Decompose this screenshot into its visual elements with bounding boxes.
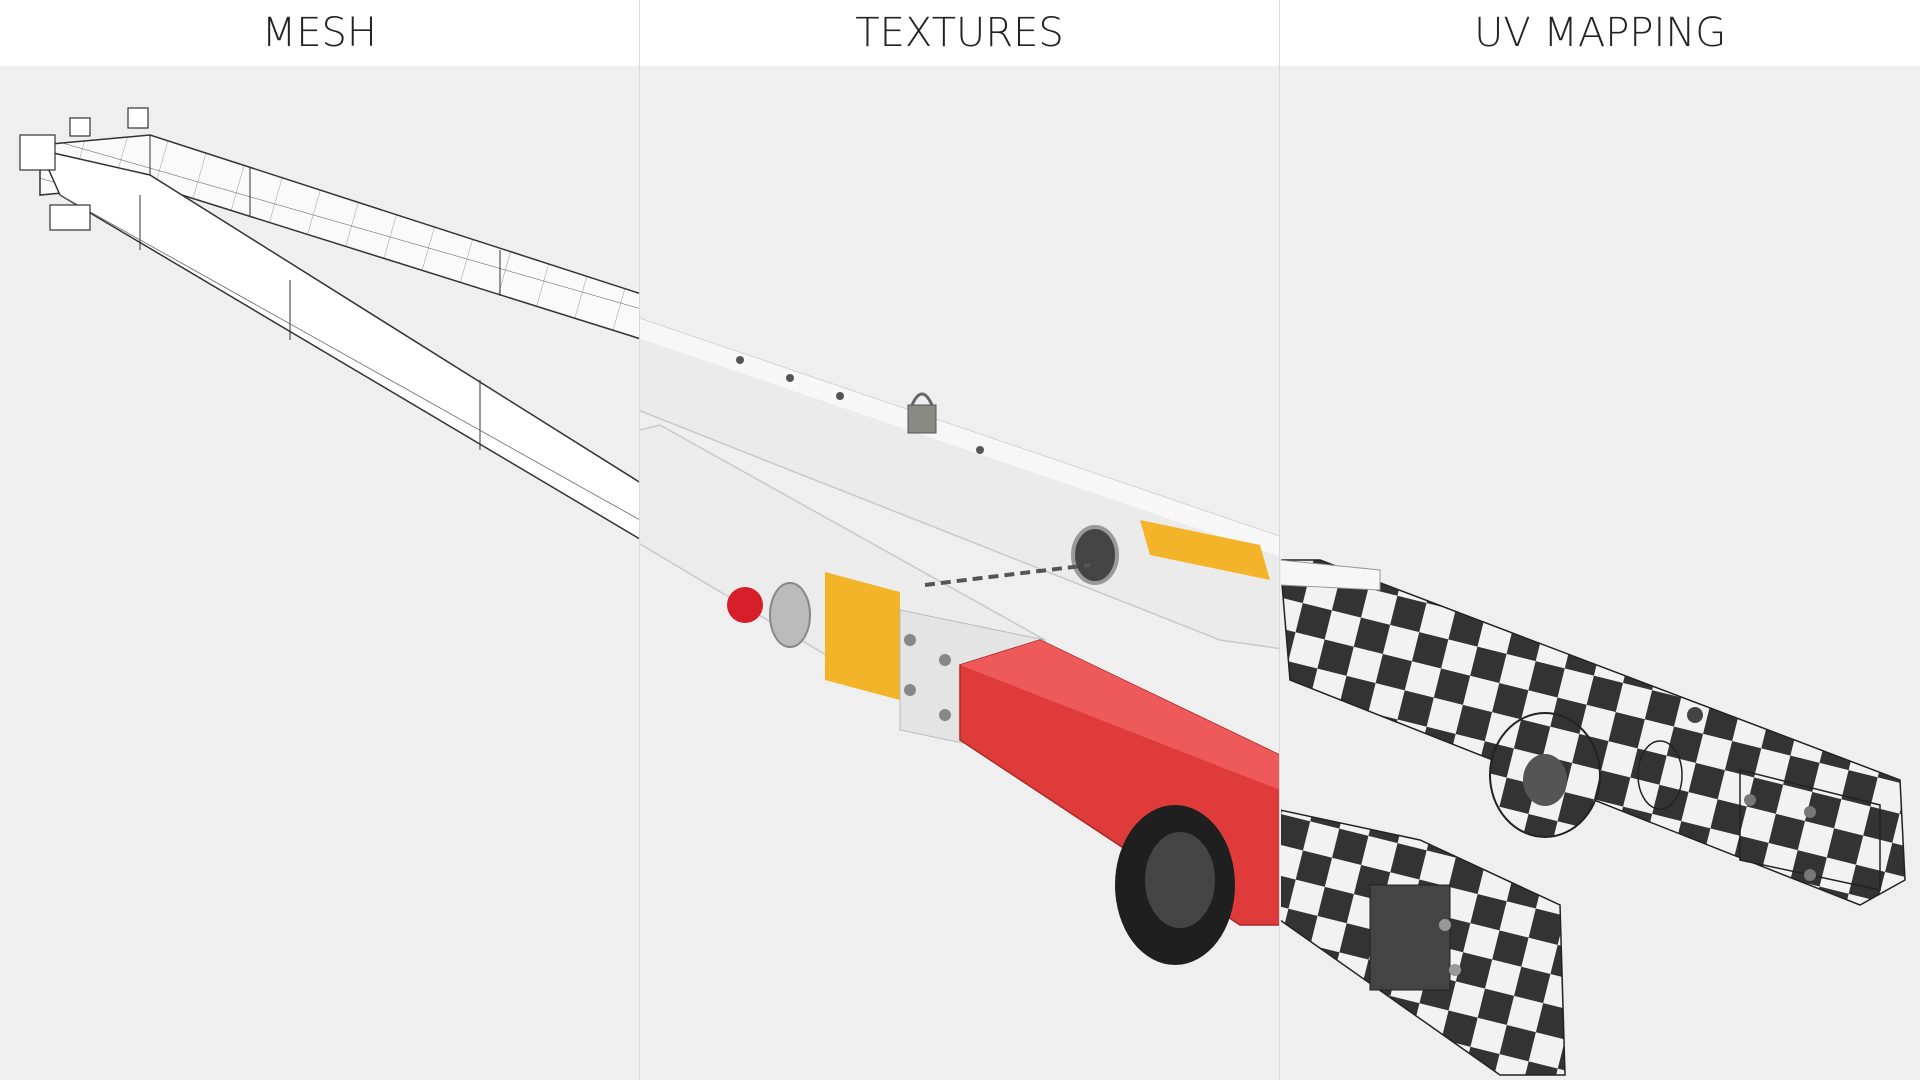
uv-checker-render <box>1281 559 1906 1076</box>
panel-title-uv-mapping: UV MAPPING <box>1280 0 1920 66</box>
panel-title-mesh: MESH <box>0 0 639 66</box>
textured-render <box>640 317 1280 965</box>
panel-textures: TEXTURES <box>638 0 1280 1080</box>
panel-mesh: MESH <box>0 0 639 1080</box>
panel-uv-mapping: UV MAPPING <box>1279 0 1920 1080</box>
panel-title-textures: TEXTURES <box>639 0 1280 66</box>
mesh-wireframe <box>19 107 639 540</box>
